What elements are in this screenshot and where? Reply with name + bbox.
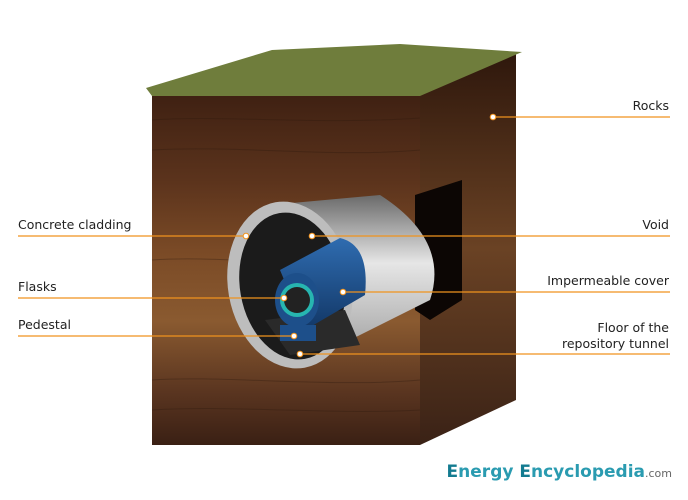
label-floor-line1: Floor of the [597, 320, 669, 335]
label-concrete-cladding: Concrete cladding [18, 217, 132, 232]
label-floor-line2: repository tunnel [561, 336, 669, 351]
label-rocks: Rocks [632, 98, 669, 113]
flask-shape [284, 287, 310, 313]
label-flasks: Flasks [18, 279, 57, 294]
grass-surface [146, 44, 522, 96]
label-void: Void [642, 217, 669, 232]
label-impermeable-cover: Impermeable cover [547, 273, 669, 288]
energy-encyclopedia-logo: Energy Encyclopedia.com [446, 462, 672, 482]
pedestal-shape [280, 325, 316, 341]
leader-lines [18, 113, 670, 358]
label-pedestal: Pedestal [18, 317, 71, 332]
